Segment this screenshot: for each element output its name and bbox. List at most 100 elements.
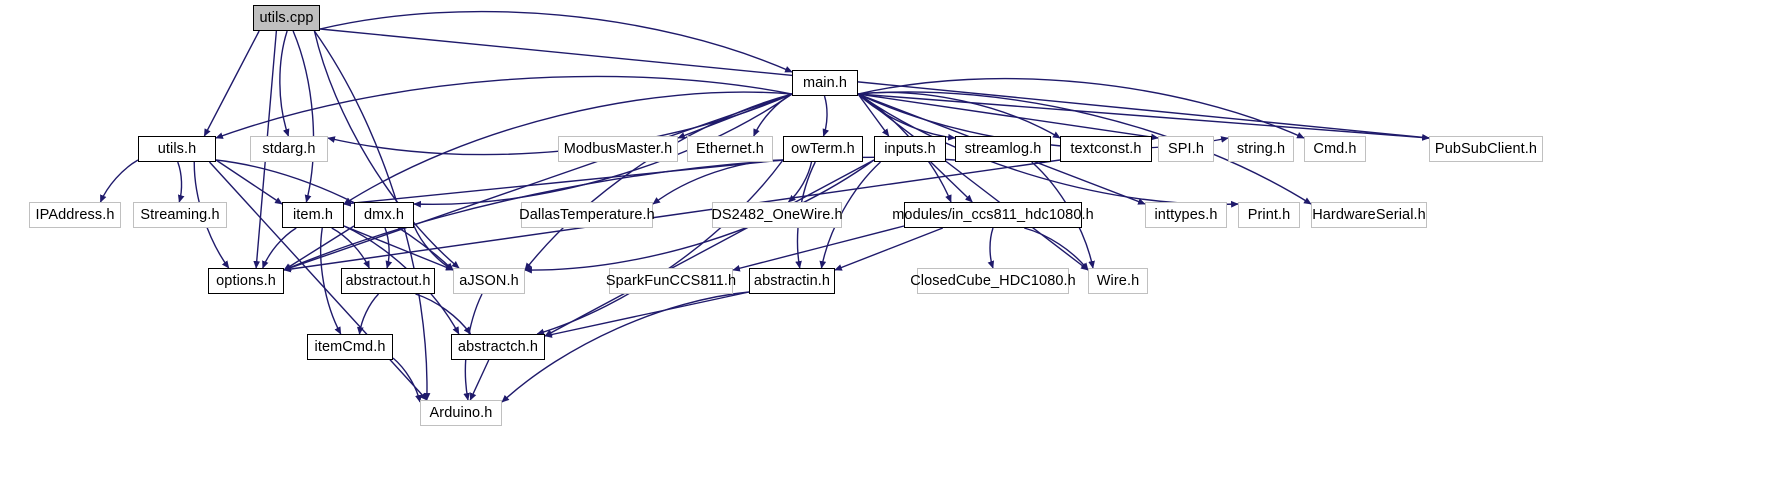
- graph-node-label: PubSubClient.h: [1434, 140, 1538, 157]
- graph-node-sparkfunccs811-h[interactable]: SparkFunCCS811.h: [606, 268, 736, 294]
- graph-node-ethernet-h[interactable]: Ethernet.h: [687, 136, 773, 162]
- graph-node-label: inttypes.h: [1154, 206, 1218, 223]
- graph-edge-inputs-h-to-abstractch-h: [544, 159, 875, 337]
- graph-node-label: inputs.h: [884, 140, 936, 157]
- graph-node-label: options.h: [216, 272, 276, 289]
- graph-edge-utils-h-to-ipaddress-h: [99, 159, 139, 203]
- graph-node-abstractout-h[interactable]: abstractout.h: [341, 268, 435, 294]
- graph-node-hardwareserial-h[interactable]: HardwareSerial.h: [1311, 202, 1427, 228]
- graph-node-label: utils.h: [157, 140, 197, 157]
- graph-node-spi-h[interactable]: SPI.h: [1158, 136, 1214, 162]
- graph-node-ipaddress-h[interactable]: IPAddress.h: [29, 202, 121, 228]
- graph-node-label: ClosedCube_HDC1080.h: [910, 272, 1076, 289]
- graph-edge-main-h-to-ethernet-h: [753, 93, 793, 137]
- graph-node-cmd-h[interactable]: Cmd.h: [1304, 136, 1366, 162]
- graph-edge-utils-cpp-to-main-h: [319, 10, 793, 73]
- graph-node-label: utils.cpp: [259, 9, 314, 26]
- graph-edge-item-h-to-itemcmd-h: [320, 227, 342, 335]
- graph-node-itemcmd-h[interactable]: itemCmd.h: [307, 334, 393, 360]
- graph-edge-utils-cpp-to-ajson-h: [313, 30, 460, 269]
- graph-node-label: SparkFunCCS811.h: [605, 272, 737, 289]
- graph-edge-main-h-to-streamlog-h: [857, 93, 956, 141]
- graph-edge-main-h-to-owterm-h: [822, 95, 830, 137]
- graph-node-utils-cpp[interactable]: utils.cpp: [253, 5, 320, 31]
- graph-node-owterm-h[interactable]: owTerm.h: [783, 136, 863, 162]
- graph-node-ds2482-h[interactable]: DS2482_OneWire.h: [711, 202, 843, 228]
- graph-node-abstractch-h[interactable]: abstractch.h: [451, 334, 545, 360]
- graph-node-textconst-h[interactable]: textconst.h: [1060, 136, 1152, 162]
- graph-node-label: owTerm.h: [791, 140, 855, 157]
- graph-node-utils-h[interactable]: utils.h: [138, 136, 216, 162]
- graph-node-label: IPAddress.h: [35, 206, 115, 223]
- graph-node-dallastemp-h[interactable]: DallasTemperature.h: [519, 202, 655, 228]
- graph-node-arduino-h[interactable]: Arduino.h: [420, 400, 502, 426]
- graph-node-in-ccs811-h[interactable]: modules/in_ccs811_hdc1080.h: [892, 202, 1094, 228]
- graph-edge-in-ccs811-h-to-closedcube-h: [987, 227, 995, 269]
- graph-edge-main-h-to-pubsubclient-h: [857, 93, 1430, 141]
- graph-edge-main-h-to-spi-h: [857, 93, 1159, 141]
- graph-edge-dmx-h-to-ajson-h: [413, 225, 454, 271]
- graph-edge-abstractout-h-to-itemcmd-h: [356, 293, 380, 335]
- graph-node-options-h[interactable]: options.h: [208, 268, 284, 294]
- graph-edge-item-h-to-options-h: [262, 227, 297, 269]
- graph-edge-utils-h-to-streaming-h: [177, 161, 185, 203]
- graph-node-label: main.h: [802, 74, 848, 91]
- graph-edge-dmx-h-to-abstractout-h: [384, 227, 393, 269]
- graph-edge-item-h-to-abstractout-h: [331, 227, 370, 269]
- graph-node-streamlog-h[interactable]: streamlog.h: [955, 136, 1051, 162]
- graph-node-pubsubclient-h[interactable]: PubSubClient.h: [1429, 136, 1543, 162]
- graph-edge-main-h-to-utils-h: [215, 75, 793, 139]
- graph-node-abstractin-h[interactable]: abstractin.h: [749, 268, 835, 294]
- graph-node-label: Cmd.h: [1313, 140, 1357, 157]
- graph-node-string-h[interactable]: string.h: [1228, 136, 1294, 162]
- graph-node-item-h[interactable]: item.h: [282, 202, 344, 228]
- graph-node-label: ModbusMaster.h: [563, 140, 673, 157]
- graph-node-wire-h[interactable]: Wire.h: [1088, 268, 1148, 294]
- graph-edge-utils-cpp-to-utils-h: [203, 30, 260, 137]
- graph-edge-utils-cpp-to-item-h: [292, 30, 315, 203]
- graph-edge-utils-h-to-item-h: [215, 159, 283, 205]
- graph-node-label: abstractch.h: [457, 338, 539, 355]
- graph-node-label: SPI.h: [1168, 140, 1204, 157]
- graph-node-label: stdarg.h: [262, 140, 316, 157]
- graph-edge-utils-cpp-to-stdarg-h: [279, 30, 290, 137]
- graph-node-ajson-h[interactable]: aJSON.h: [453, 268, 525, 294]
- graph-node-label: itemCmd.h: [314, 338, 386, 355]
- graph-node-label: Ethernet.h: [696, 140, 764, 157]
- graph-edge-item-h-to-ajson-h: [343, 225, 454, 271]
- graph-edge-utils-cpp-to-pubsubclient-h: [319, 28, 1430, 141]
- graph-node-streaming-h[interactable]: Streaming.h: [133, 202, 227, 228]
- graph-node-dmx-h[interactable]: dmx.h: [354, 202, 414, 228]
- graph-node-label: modules/in_ccs811_hdc1080.h: [892, 206, 1094, 223]
- graph-node-label: streamlog.h: [964, 140, 1042, 157]
- graph-edge-main-h-to-wire-h: [857, 93, 1089, 271]
- graph-node-closedcube-h[interactable]: ClosedCube_HDC1080.h: [910, 268, 1076, 294]
- graph-edge-itemcmd-h-to-arduino-h: [392, 357, 422, 403]
- graph-edge-owterm-h-to-abstractch-h: [536, 159, 784, 336]
- graph-node-label: HardwareSerial.h: [1312, 206, 1426, 223]
- graph-node-label: aJSON.h: [459, 272, 519, 289]
- graph-node-label: abstractout.h: [345, 272, 431, 289]
- graph-node-main-h[interactable]: main.h: [792, 70, 858, 96]
- graph-node-stdarg-h[interactable]: stdarg.h: [250, 136, 328, 162]
- graph-node-inputs-h[interactable]: inputs.h: [874, 136, 946, 162]
- graph-edge-main-h-to-textconst-h: [857, 91, 1061, 139]
- graph-node-label: Print.h: [1247, 206, 1291, 223]
- graph-node-label: dmx.h: [364, 206, 404, 223]
- graph-edge-main-h-to-ajson-h: [524, 93, 793, 271]
- graph-node-inttypes-h[interactable]: inttypes.h: [1145, 202, 1227, 228]
- graph-edge-main-h-to-modbusmaster-h: [677, 93, 793, 139]
- graph-edge-owterm-h-to-dallastemp-h: [652, 159, 784, 205]
- graph-edge-main-h-to-cmd-h: [857, 77, 1305, 139]
- graph-node-modbusmaster-h[interactable]: ModbusMaster.h: [558, 136, 678, 162]
- graph-edge-inputs-h-to-in-ccs811-h: [930, 161, 973, 203]
- graph-edge-in-ccs811-h-to-wire-h: [1024, 227, 1089, 271]
- graph-node-label: Arduino.h: [429, 404, 493, 421]
- graph-node-label: abstractin.h: [753, 272, 831, 289]
- graph-node-label: Streaming.h: [140, 206, 220, 223]
- graph-edge-owterm-h-to-ds2482-h: [787, 161, 813, 203]
- graph-edge-abstractin-h-to-abstractch-h: [544, 291, 750, 338]
- graph-node-print-h[interactable]: Print.h: [1238, 202, 1300, 228]
